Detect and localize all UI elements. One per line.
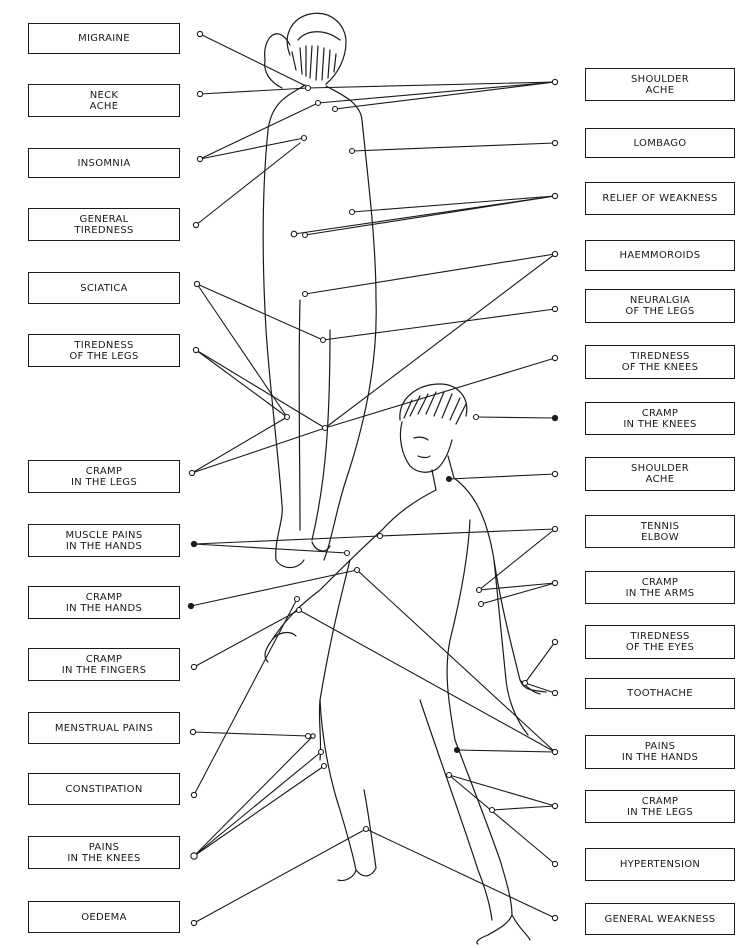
label-line: OF THE LEGS <box>69 351 138 362</box>
walking-figure-front-leg <box>455 740 530 944</box>
label-line: IN THE KNEES <box>67 853 140 864</box>
label-shoulder-ache-lower: SHOULDER ACHE <box>585 457 735 491</box>
label-line: GENERAL <box>80 214 129 225</box>
label-constipation: CONSTIPATION <box>28 773 180 805</box>
label-toothache: TOOTHACHE <box>585 678 735 709</box>
label-tiredness-of-the-knees: TIREDNESS OF THE KNEES <box>585 345 735 379</box>
label-line: HAEMMOROIDS <box>620 250 701 261</box>
label-line: IN THE FINGERS <box>62 665 146 676</box>
label-line: NEURALGIA <box>630 295 690 306</box>
label-haemmoroids: HAEMMOROIDS <box>585 240 735 271</box>
label-line: IN THE LEGS <box>71 477 137 488</box>
label-line: ELBOW <box>641 532 679 543</box>
walking-figure-back-leg <box>320 700 376 881</box>
standing-figure-left-arm <box>265 34 290 88</box>
label-line: LOMBAGO <box>634 138 687 149</box>
label-cramp-in-the-hands: CRAMP IN THE HANDS <box>28 586 180 619</box>
label-line: CRAMP <box>642 408 679 419</box>
label-line: OF THE KNEES <box>622 362 699 373</box>
label-oedema: OEDEMA <box>28 901 180 933</box>
label-line: CRAMP <box>642 577 679 588</box>
connector-lines <box>191 34 555 923</box>
label-line: IN THE HANDS <box>622 752 698 763</box>
label-line: SCIATICA <box>80 283 128 294</box>
label-line: MENSTRUAL PAINS <box>55 723 153 734</box>
label-general-weakness: GENERAL WEAKNESS <box>585 903 735 935</box>
label-neck-ache: NECK ACHE <box>28 84 180 117</box>
label-neuralgia-of-the-legs: NEURALGIA OF THE LEGS <box>585 289 735 323</box>
label-pains-in-the-knees: PAINS IN THE KNEES <box>28 836 180 869</box>
label-line: OF THE LEGS <box>625 306 694 317</box>
label-line: INSOMNIA <box>78 158 131 169</box>
label-line: OEDEMA <box>81 912 126 923</box>
label-line: TIREDNESS <box>630 631 689 642</box>
standing-figure-feet <box>276 542 330 568</box>
label-line: CONSTIPATION <box>65 784 142 795</box>
label-line: TENNIS <box>641 521 680 532</box>
label-insomnia: INSOMNIA <box>28 148 180 178</box>
label-lombago: LOMBAGO <box>585 128 735 158</box>
label-hypertension: HYPERTENSION <box>585 848 735 881</box>
label-line: TIREDNESS <box>74 340 133 351</box>
label-line: MUSCLE PAINS <box>66 530 143 541</box>
label-line: IN THE KNEES <box>623 419 696 430</box>
label-line: RELIEF OF WEAKNESS <box>602 193 717 204</box>
label-line: SHOULDER <box>631 74 689 85</box>
label-line: MIGRAINE <box>78 33 130 44</box>
standing-figure-hair <box>287 13 346 84</box>
label-line: IN THE HANDS <box>66 603 142 614</box>
label-migraine: MIGRAINE <box>28 23 180 54</box>
label-muscle-pains-in-the-hands: MUSCLE PAINS IN THE HANDS <box>28 524 180 557</box>
label-relief-of-weakness: RELIEF OF WEAKNESS <box>585 182 735 215</box>
label-cramp-in-the-arms: CRAMP IN THE ARMS <box>585 571 735 604</box>
label-line: OF THE EYES <box>626 642 694 653</box>
label-cramp-in-the-fingers: CRAMP IN THE FINGERS <box>28 648 180 681</box>
label-line: SHOULDER <box>631 463 689 474</box>
walking-figure-hair <box>400 384 467 424</box>
label-line: HYPERTENSION <box>620 859 700 870</box>
label-line: TIREDNESS <box>74 225 133 236</box>
label-line: GENERAL WEAKNESS <box>605 914 716 925</box>
walking-figure-hips <box>319 560 350 760</box>
label-line: IN THE ARMS <box>626 588 695 599</box>
walking-figure-torso <box>382 478 528 740</box>
label-pains-in-the-hands: PAINS IN THE HANDS <box>585 735 735 769</box>
label-line: ACHE <box>646 474 675 485</box>
label-tennis-elbow: TENNIS ELBOW <box>585 515 735 548</box>
label-cramp-in-the-legs-left: CRAMP IN THE LEGS <box>28 460 180 493</box>
standing-figure-outline-right <box>324 86 376 560</box>
label-line: NECK <box>90 90 119 101</box>
label-cramp-in-the-legs-right: CRAMP IN THE LEGS <box>585 790 735 823</box>
label-terminals <box>188 31 557 925</box>
label-line: PAINS <box>645 741 676 752</box>
label-menstrual-pains: MENSTRUAL PAINS <box>28 712 180 744</box>
label-line: CRAMP <box>642 796 679 807</box>
label-line: CRAMP <box>86 592 123 603</box>
standing-figure <box>263 13 376 567</box>
label-general-tiredness: GENERAL TIREDNESS <box>28 208 180 241</box>
label-sciatica: SCIATICA <box>28 272 180 304</box>
label-shoulder-ache-top: SHOULDER ACHE <box>585 68 735 101</box>
label-line: ACHE <box>90 101 119 112</box>
label-line: ACHE <box>646 85 675 96</box>
walking-figure-back-arm <box>265 530 382 662</box>
walking-figure <box>265 384 546 944</box>
label-line: IN THE HANDS <box>66 541 142 552</box>
label-tiredness-of-the-eyes: TIREDNESS OF THE EYES <box>585 625 735 659</box>
label-line: IN THE LEGS <box>627 807 693 818</box>
label-tiredness-of-the-legs: TIREDNESS OF THE LEGS <box>28 334 180 367</box>
label-line: CRAMP <box>86 654 123 665</box>
label-line: CRAMP <box>86 466 123 477</box>
label-line: TOOTHACHE <box>627 688 693 699</box>
walking-figure-front-arm <box>494 560 546 694</box>
walking-figure-face <box>400 422 452 472</box>
label-cramp-in-the-knees: CRAMP IN THE KNEES <box>585 402 735 435</box>
label-line: TIREDNESS <box>630 351 689 362</box>
label-line: PAINS <box>89 842 120 853</box>
